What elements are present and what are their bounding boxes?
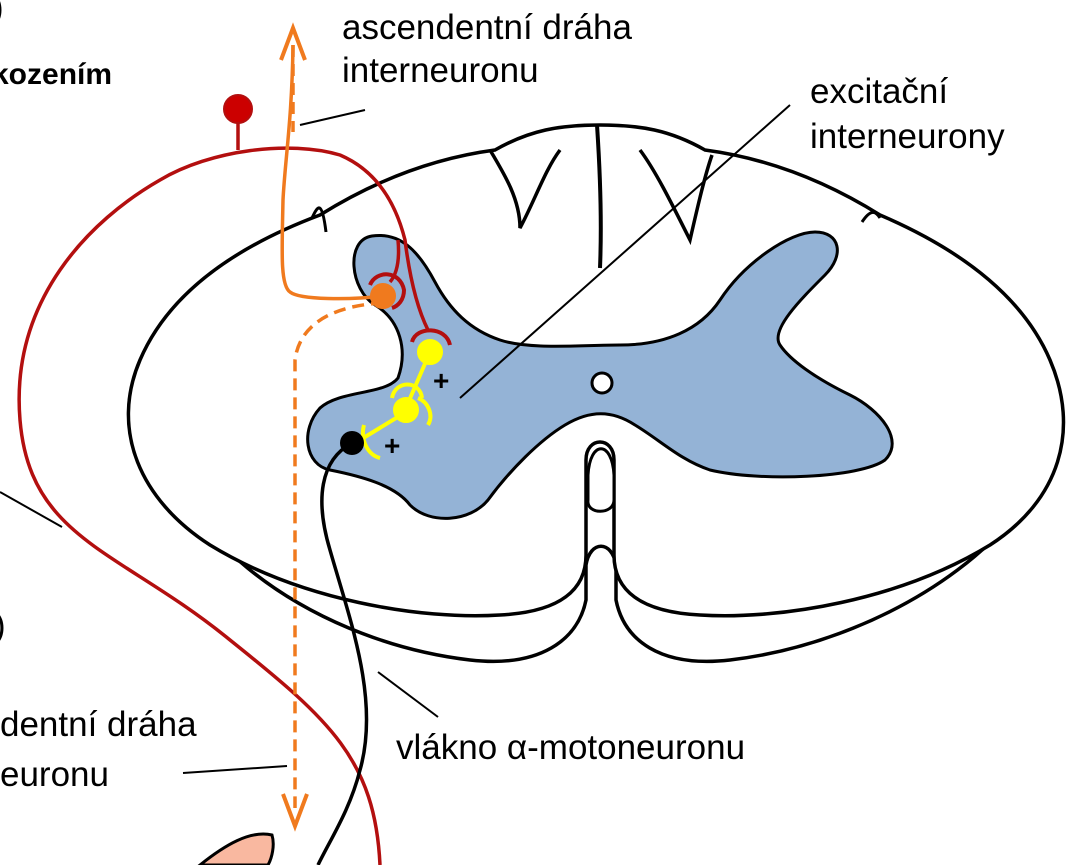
left-mid-fragment: ) [0,606,6,646]
motoneuron-fiber-label: vlákno α-motoneuronu [396,728,745,768]
excitatory-interneuron-1 [418,340,442,364]
top-left-fragment: ) [0,0,4,28]
descending-pathway-label-line1: dentní dráha [0,705,197,745]
alpha-motoneuron [340,431,364,455]
plus-sign-1: + [433,367,449,395]
ventral-median-fissure [588,449,614,512]
excitatory-interneuron-2 [394,398,418,422]
ascending-pathway-label-line1: ascendentní dráha [342,8,632,48]
excitatory-interneurons-label-line2: interneurony [810,117,1005,157]
leader-ascending [300,110,365,125]
ascending-pathway-label-line2: interneuronu [342,51,539,91]
muscle [200,834,273,865]
central-canal [592,373,612,393]
excitatory-interneurons-label-line1: excitační [810,72,948,112]
leader-motoneuron [378,672,438,717]
leader-descending [183,766,287,773]
descending-pathway-label-line2: euronu [0,755,109,795]
orange-interneuron [371,284,395,308]
afferent-receptor-bulb [224,95,252,123]
plus-sign-2: + [384,432,400,460]
top-left-bold-label: kozením [0,55,112,95]
